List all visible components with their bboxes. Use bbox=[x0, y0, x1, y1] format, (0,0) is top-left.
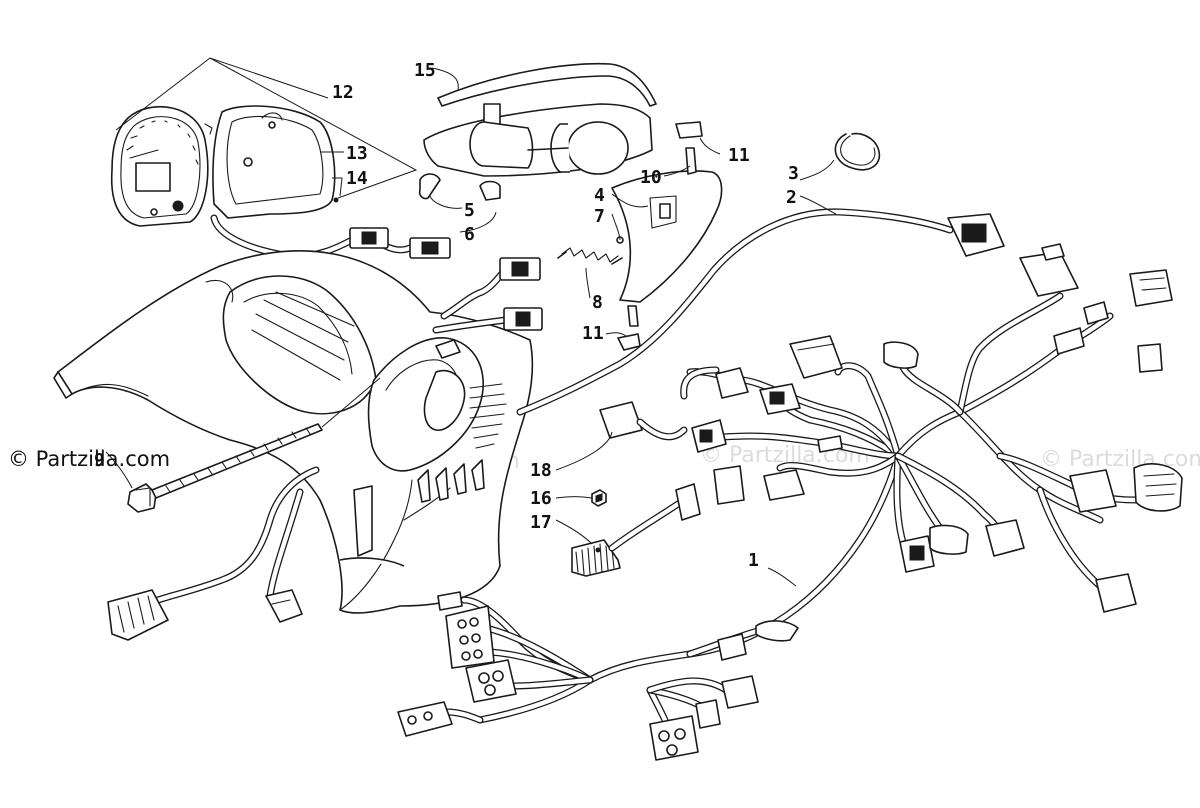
lens-cover bbox=[611, 121, 723, 303]
sleeve-icon bbox=[1083, 301, 1109, 325]
callout-16: 16 bbox=[530, 488, 552, 509]
connector-icon bbox=[465, 659, 517, 703]
callout-2: 2 bbox=[786, 187, 797, 208]
callout-8: 8 bbox=[592, 292, 603, 313]
gauge-display-icon bbox=[135, 162, 171, 192]
sleeve-icon bbox=[1053, 327, 1085, 355]
callout-9: 9 bbox=[94, 450, 105, 471]
connector-icon bbox=[763, 469, 805, 501]
connector-icon bbox=[1095, 573, 1137, 613]
sleeve-icon bbox=[755, 620, 799, 642]
callout-4: 4 bbox=[594, 185, 605, 206]
callout-1: 1 bbox=[748, 550, 759, 571]
connector-icon bbox=[265, 589, 303, 623]
bulb-icon bbox=[479, 180, 501, 201]
callout-15: 15 bbox=[414, 60, 436, 81]
junction-block-icon bbox=[445, 605, 495, 669]
connector-icon bbox=[929, 524, 969, 555]
callout-18: 18 bbox=[530, 460, 552, 481]
callout-14: 14 bbox=[346, 168, 368, 189]
housing-pigtail bbox=[107, 466, 320, 641]
callout-10: 10 bbox=[640, 167, 662, 188]
fuse-holder-icon bbox=[883, 341, 919, 369]
callout-6: 6 bbox=[464, 224, 475, 245]
cover-strip bbox=[437, 62, 657, 107]
small-bracket bbox=[617, 305, 641, 351]
spring bbox=[557, 247, 623, 265]
gauge-housing bbox=[212, 105, 339, 219]
connector-icon bbox=[1137, 343, 1163, 373]
bolt bbox=[127, 377, 381, 513]
connector-icon bbox=[1133, 463, 1183, 512]
callout-17: 17 bbox=[530, 512, 552, 533]
connector-icon bbox=[649, 715, 699, 761]
partzilla-watermark: © Partzilla.com bbox=[8, 447, 170, 471]
housing-upper-wires bbox=[432, 257, 543, 334]
handlebar-housing bbox=[53, 250, 534, 614]
clip-icon bbox=[675, 121, 703, 139]
bulb-socket-icon bbox=[418, 173, 441, 200]
callout-11-lower: 11 bbox=[582, 323, 604, 344]
ghost-watermark: © Partzilla.com bbox=[1040, 447, 1200, 472]
callout-3: 3 bbox=[788, 163, 799, 184]
callout-12: 12 bbox=[332, 82, 354, 103]
callout-5: 5 bbox=[464, 200, 475, 221]
harness-connectors bbox=[397, 243, 1183, 761]
callout-7: 7 bbox=[594, 206, 605, 227]
speedometer-gauge bbox=[110, 105, 213, 227]
callout-labels: 1 2 3 4 5 6 7 8 9 10 11 11 12 13 14 15 1… bbox=[94, 60, 799, 571]
voltage-regulator-plug-icon bbox=[599, 401, 643, 439]
cable-part-2 bbox=[516, 208, 1005, 416]
connector-icon bbox=[1069, 469, 1117, 513]
connector-icon bbox=[985, 519, 1025, 557]
connector-icon bbox=[437, 591, 463, 611]
connector-icon bbox=[695, 699, 721, 729]
relay-connector-icon bbox=[789, 335, 843, 379]
leader-lines bbox=[105, 57, 837, 587]
gauge-pigtail bbox=[210, 214, 451, 260]
connector-icon bbox=[1129, 269, 1173, 307]
ring-clamp bbox=[834, 132, 881, 171]
callout-13: 13 bbox=[346, 143, 368, 164]
connector-icon bbox=[715, 367, 749, 399]
sleeve-icon bbox=[717, 633, 747, 661]
callout-11-upper: 11 bbox=[728, 145, 750, 166]
headlight-assembly bbox=[418, 103, 653, 201]
bolt-head-icon bbox=[127, 483, 157, 513]
connector-icon bbox=[675, 483, 701, 521]
connector-icon bbox=[721, 675, 759, 709]
connector-icon bbox=[713, 465, 745, 505]
